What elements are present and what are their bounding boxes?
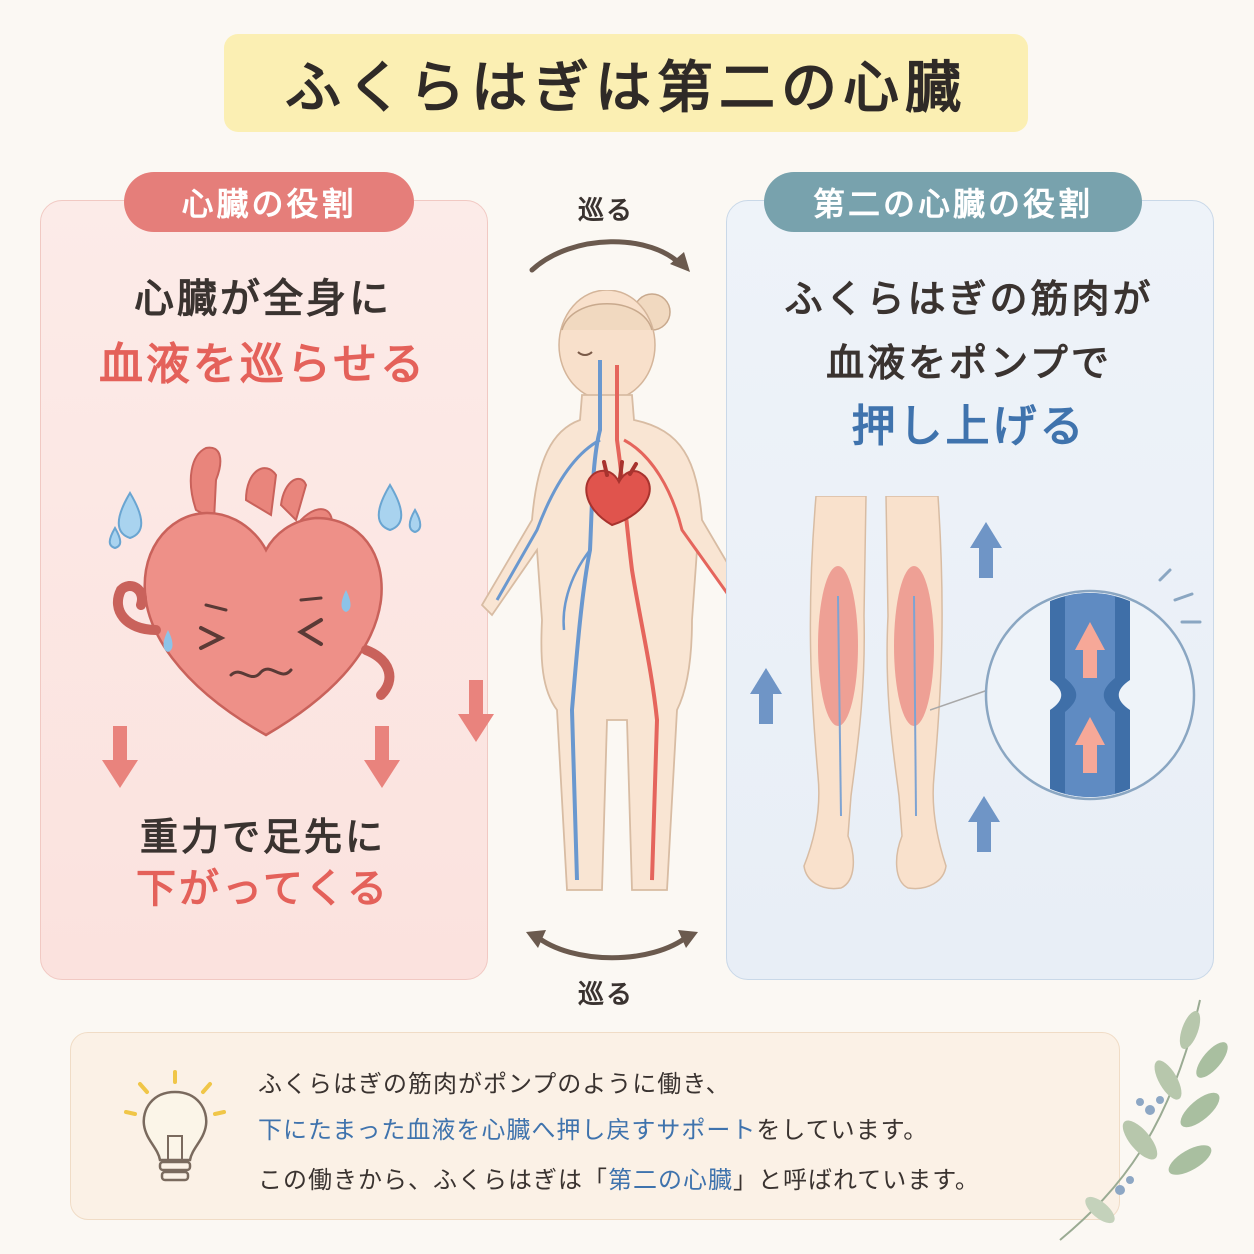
- lightbulb-icon: [124, 1070, 226, 1182]
- circulate-label-top: 巡る: [578, 196, 635, 226]
- down-arrow-icon: [458, 680, 494, 742]
- left-line4: 下がってくる: [136, 866, 390, 912]
- circulate-label-bottom: 巡る: [578, 980, 635, 1010]
- left-panel-label: 心臓の役割: [124, 172, 414, 232]
- human-body-icon: [480, 290, 754, 891]
- info-line1: ふくらはぎの筋肉がポンプのように働き、: [258, 1070, 731, 1098]
- info-line2-rest: をしています。: [756, 1116, 929, 1144]
- left-line1: 心臓が全身に: [134, 276, 392, 322]
- right-line3: 押し上げる: [851, 401, 1087, 452]
- up-arrow-icon: [970, 522, 1002, 578]
- left-line3: 重力で足先に: [139, 815, 386, 859]
- info-line3: この働きから、ふくらはぎは「第二の心臓」と呼ばれています。: [258, 1160, 980, 1195]
- heart-character-icon: [112, 446, 395, 737]
- right-panel-label: 第二の心臓の役割: [764, 172, 1142, 232]
- leaf-branch-icon: [1059, 999, 1228, 1241]
- right-line1: ふくらはぎの筋肉が: [784, 277, 1154, 321]
- vein-closeup-icon: [930, 568, 1202, 801]
- right-line2: 血液をポンプで: [826, 341, 1112, 385]
- title-banner: ふくらはぎは第二の心臓: [224, 34, 1028, 132]
- legs-icon: [803, 496, 947, 890]
- down-arrow-icon: [364, 726, 400, 788]
- sweat-drop-icon: [108, 491, 143, 550]
- curved-arrow-icon: [529, 239, 690, 273]
- page-title: ふくらはぎは第二の心臓: [285, 55, 967, 121]
- down-arrow-icon: [102, 726, 138, 788]
- up-arrow-icon: [968, 796, 1000, 852]
- right-panel: [726, 200, 1214, 980]
- sweat-drop-icon: [377, 483, 422, 534]
- left-line2: 血液を巡らせる: [98, 339, 428, 390]
- info-line2-highlight: 下にたまった血液を心臓へ押し戻すサポート: [258, 1116, 757, 1144]
- info-line3-post: 」と呼ばれています。: [733, 1166, 980, 1194]
- info-line3-pre: この働きから、ふくらはぎは「: [258, 1166, 608, 1194]
- info-box: [70, 1032, 1120, 1220]
- up-arrow-icon: [750, 668, 782, 724]
- info-line2: 下にたまった血液を心臓へ押し戻すサポートをしています。: [258, 1110, 928, 1145]
- info-line3-highlight: 第二の心臓: [608, 1166, 733, 1194]
- curved-arrow-icon: [526, 930, 698, 961]
